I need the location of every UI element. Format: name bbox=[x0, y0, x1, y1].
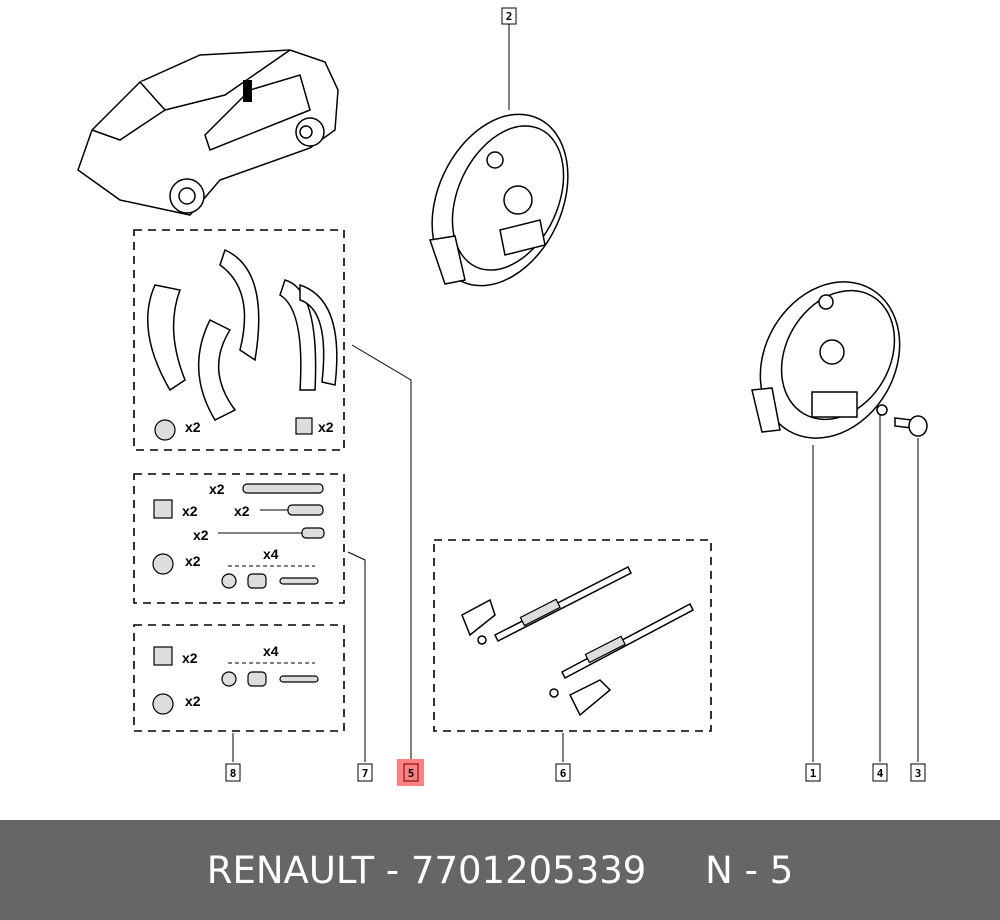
callout-7[interactable]: 7 bbox=[357, 763, 373, 782]
callout-3[interactable]: 3 bbox=[910, 763, 926, 782]
callout-8[interactable]: 8 bbox=[225, 763, 241, 782]
plug-icon bbox=[154, 419, 176, 441]
svg-text:1: 1 bbox=[810, 767, 817, 780]
leader-lines bbox=[232, 23, 919, 762]
adjuster-struts bbox=[461, 565, 694, 717]
qty-label: x2 bbox=[185, 419, 201, 435]
clip-icon bbox=[153, 646, 173, 666]
callout-1[interactable]: 1 bbox=[805, 763, 821, 782]
qty-label: x2 bbox=[182, 503, 198, 519]
clip-icon bbox=[295, 417, 313, 435]
callout-4[interactable]: 4 bbox=[872, 763, 888, 782]
brake-shoes bbox=[146, 248, 338, 421]
bolt-part-3 bbox=[894, 415, 928, 437]
qty-label: x2 bbox=[234, 503, 250, 519]
footer-spacer bbox=[646, 849, 705, 892]
qty-label: x2 bbox=[209, 481, 225, 497]
washer-part-4 bbox=[876, 404, 888, 416]
car-illustration bbox=[77, 49, 339, 216]
qty-label: x4 bbox=[263, 546, 279, 562]
svg-text:3: 3 bbox=[915, 767, 922, 780]
qty-label: x2 bbox=[182, 650, 198, 666]
plug-icon bbox=[152, 693, 174, 715]
pins bbox=[221, 671, 319, 687]
brake-parts-diagram: x2 x2 x2 x2 x2 x2 x2 x4 x2 x2 x4 bbox=[77, 7, 928, 786]
svg-text:5: 5 bbox=[408, 767, 415, 780]
reference-label: N - 5 bbox=[705, 848, 794, 892]
footer-bar: RENAULT - 7701205339 N - 5 bbox=[0, 820, 1000, 920]
callout-2[interactable]: 2 bbox=[501, 7, 517, 25]
callout-6[interactable]: 6 bbox=[555, 763, 571, 782]
qty-label: x2 bbox=[185, 553, 201, 569]
kit-5-box bbox=[133, 229, 345, 451]
svg-text:6: 6 bbox=[560, 767, 567, 780]
kit-8-box bbox=[133, 624, 345, 732]
pins bbox=[221, 573, 319, 589]
kit-7-box bbox=[133, 473, 345, 604]
qty-label: x2 bbox=[318, 419, 334, 435]
qty-label: x4 bbox=[263, 643, 279, 659]
plug-icon bbox=[152, 553, 174, 575]
backing-plate-part-1 bbox=[751, 281, 901, 439]
part-number-label: RENAULT - 7701205339 bbox=[206, 848, 647, 892]
clip-icon bbox=[153, 499, 173, 519]
springs bbox=[218, 483, 325, 539]
svg-text:4: 4 bbox=[877, 767, 884, 780]
qty-label: x2 bbox=[193, 527, 209, 543]
backing-plate-part-2 bbox=[429, 113, 569, 287]
kit-6-box bbox=[433, 539, 712, 732]
callout-5-highlighted[interactable]: 5 bbox=[397, 759, 424, 786]
svg-text:7: 7 bbox=[362, 767, 369, 780]
svg-text:8: 8 bbox=[230, 767, 237, 780]
qty-label: x2 bbox=[185, 693, 201, 709]
svg-text:2: 2 bbox=[506, 10, 513, 23]
